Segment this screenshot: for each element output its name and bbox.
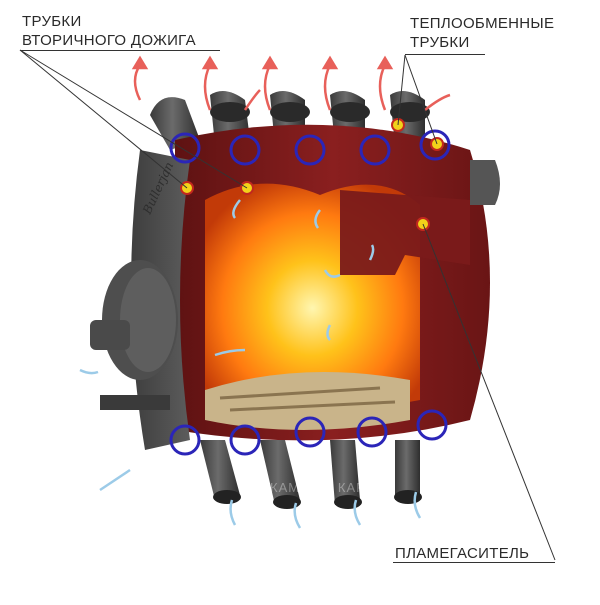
label-heat-exchange-1: ТЕПЛООБМЕННЫЕ xyxy=(410,15,555,32)
watermark: КАМИНЫ КАРКИН xyxy=(270,480,396,495)
label-secondary-tubes-1: ТРУБКИ xyxy=(22,13,82,30)
label-flame-arrester-underline xyxy=(393,562,555,563)
leader-lines xyxy=(19,49,556,561)
hot-air-arrows xyxy=(131,55,451,111)
tube-rings xyxy=(169,129,451,456)
label-heat-exchange-2: ТРУБКИ xyxy=(410,34,470,51)
stove-door xyxy=(90,260,178,410)
label-secondary-tubes-underline xyxy=(20,50,220,51)
bottom-tubes xyxy=(200,440,422,509)
logs xyxy=(205,372,410,430)
label-heat-exchange-underline xyxy=(405,54,485,55)
cold-air-arrows xyxy=(79,199,422,529)
label-flame-arrester: ПЛАМЕГАСИТЕЛЬ xyxy=(395,545,530,562)
label-secondary-tubes-2: ВТОРИЧНОГО ДОЖИГА xyxy=(22,32,196,49)
